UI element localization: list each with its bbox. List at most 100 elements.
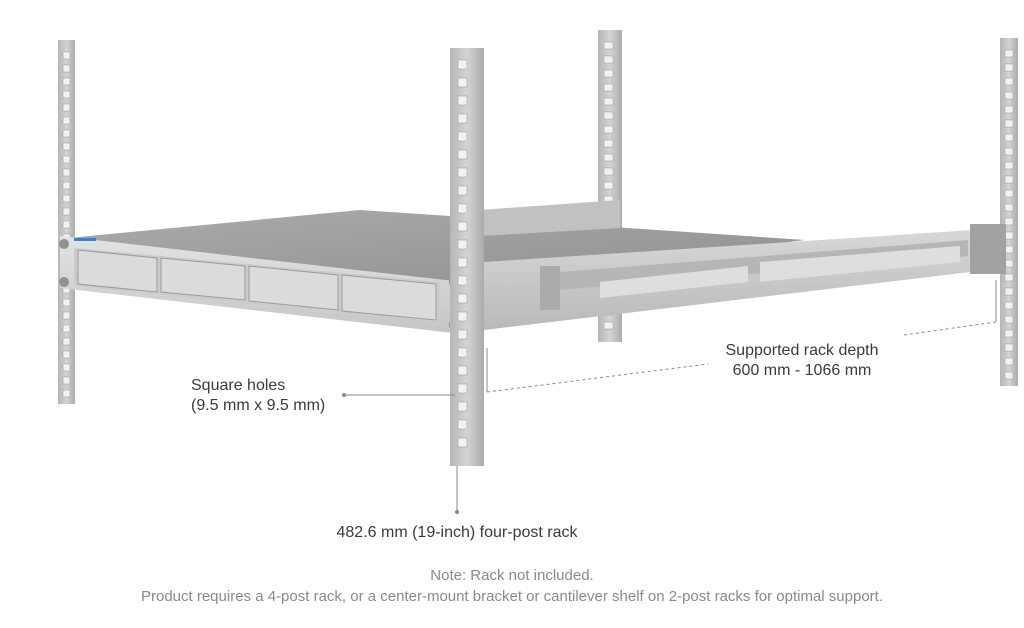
- depth-leader-right: [903, 321, 997, 336]
- square-hole: [1004, 273, 1014, 282]
- square-hole: [1004, 371, 1014, 380]
- square-hole: [62, 103, 71, 112]
- square-hole: [457, 347, 468, 358]
- square-hole: [1004, 161, 1014, 170]
- square-hole: [457, 77, 468, 88]
- rack-depth-callout: Supported rack depth 600 mm - 1066 mm: [712, 341, 892, 381]
- drive-bay-3: [248, 265, 339, 311]
- square-hole: [457, 95, 468, 106]
- square-hole: [62, 64, 71, 73]
- square-hole: [457, 401, 468, 412]
- square-hole: [62, 51, 71, 60]
- square-hole: [1004, 301, 1014, 310]
- square-hole: [603, 181, 614, 190]
- square-hole: [62, 350, 71, 359]
- square-hole: [62, 181, 71, 190]
- square-hole: [1004, 91, 1014, 100]
- rear-rail: [480, 200, 620, 236]
- square-hole: [62, 142, 71, 151]
- square-hole: [457, 203, 468, 214]
- square-holes-right: [1004, 49, 1014, 380]
- square-hole: [1004, 77, 1014, 86]
- square-hole: [62, 363, 71, 372]
- square-holes-size: (9.5 mm x 9.5 mm): [191, 397, 326, 414]
- square-hole: [62, 298, 71, 307]
- square-hole: [1004, 315, 1014, 324]
- square-hole: [62, 168, 71, 177]
- square-holes-callout: Square holes (9.5 mm x 9.5 mm): [191, 376, 325, 416]
- square-hole: [1004, 175, 1014, 184]
- square-hole: [1004, 105, 1014, 114]
- square-hole: [457, 311, 468, 322]
- square-hole: [603, 125, 614, 134]
- square-hole: [62, 129, 71, 138]
- square-hole: [62, 311, 71, 320]
- status-led-strip: [74, 238, 96, 241]
- square-hole: [1004, 63, 1014, 72]
- square-hole: [62, 194, 71, 203]
- square-hole: [457, 149, 468, 160]
- square-hole: [603, 55, 614, 64]
- square-hole: [1004, 119, 1014, 128]
- square-hole: [62, 77, 71, 86]
- square-hole: [1004, 147, 1014, 156]
- square-hole: [457, 113, 468, 124]
- square-hole: [1004, 245, 1014, 254]
- square-hole: [1004, 259, 1014, 268]
- square-hole: [603, 167, 614, 176]
- square-hole: [62, 337, 71, 346]
- square-hole: [603, 97, 614, 106]
- square-hole: [1004, 329, 1014, 338]
- square-hole: [1004, 357, 1014, 366]
- square-hole: [457, 167, 468, 178]
- square-hole: [457, 59, 468, 70]
- square-hole: [457, 131, 468, 142]
- depth-leader-left: [486, 363, 709, 393]
- leader-lines: [342, 280, 997, 514]
- drive-bays: [77, 249, 437, 321]
- square-hole: [62, 90, 71, 99]
- square-hole: [1004, 343, 1014, 352]
- square-hole: [457, 329, 468, 340]
- square-hole: [457, 365, 468, 376]
- square-hole: [457, 419, 468, 430]
- square-hole: [457, 293, 468, 304]
- square-holes-left: [62, 51, 71, 398]
- rack-post-far-right: [1000, 38, 1018, 386]
- rack-post-front-right: [450, 48, 484, 466]
- square-hole: [62, 220, 71, 229]
- square-hole: [1004, 217, 1014, 226]
- square-holes-label: Square holes: [191, 377, 286, 394]
- square-hole: [457, 239, 468, 250]
- square-hole: [457, 221, 468, 232]
- square-hole: [62, 376, 71, 385]
- square-hole: [1004, 203, 1014, 212]
- square-hole: [457, 185, 468, 196]
- rack-depth-label: Supported rack depth: [725, 342, 879, 359]
- rack-depth-range: 600 mm - 1066 mm: [732, 362, 872, 379]
- square-hole: [603, 41, 614, 50]
- square-hole: [62, 207, 71, 216]
- square-hole: [1004, 49, 1014, 58]
- square-hole: [1004, 133, 1014, 142]
- square-hole: [1004, 189, 1014, 198]
- square-hole: [62, 324, 71, 333]
- rack-post-front-left: [58, 40, 75, 404]
- square-hole: [603, 83, 614, 92]
- square-hole: [603, 321, 614, 330]
- note-rack-not-included: Note: Rack not included.: [430, 567, 594, 584]
- square-hole: [457, 275, 468, 286]
- chassis-top: [68, 210, 805, 282]
- square-hole: [457, 383, 468, 394]
- square-holes-front: [457, 59, 468, 448]
- square-hole: [457, 437, 468, 448]
- square-hole: [1004, 287, 1014, 296]
- square-hole: [603, 111, 614, 120]
- square-hole: [603, 153, 614, 162]
- square-hole: [457, 257, 468, 268]
- square-hole: [62, 155, 71, 164]
- square-hole: [62, 389, 71, 398]
- square-hole: [62, 116, 71, 125]
- rack-type-label: 482.6 mm (19-inch) four-post rack: [336, 524, 578, 541]
